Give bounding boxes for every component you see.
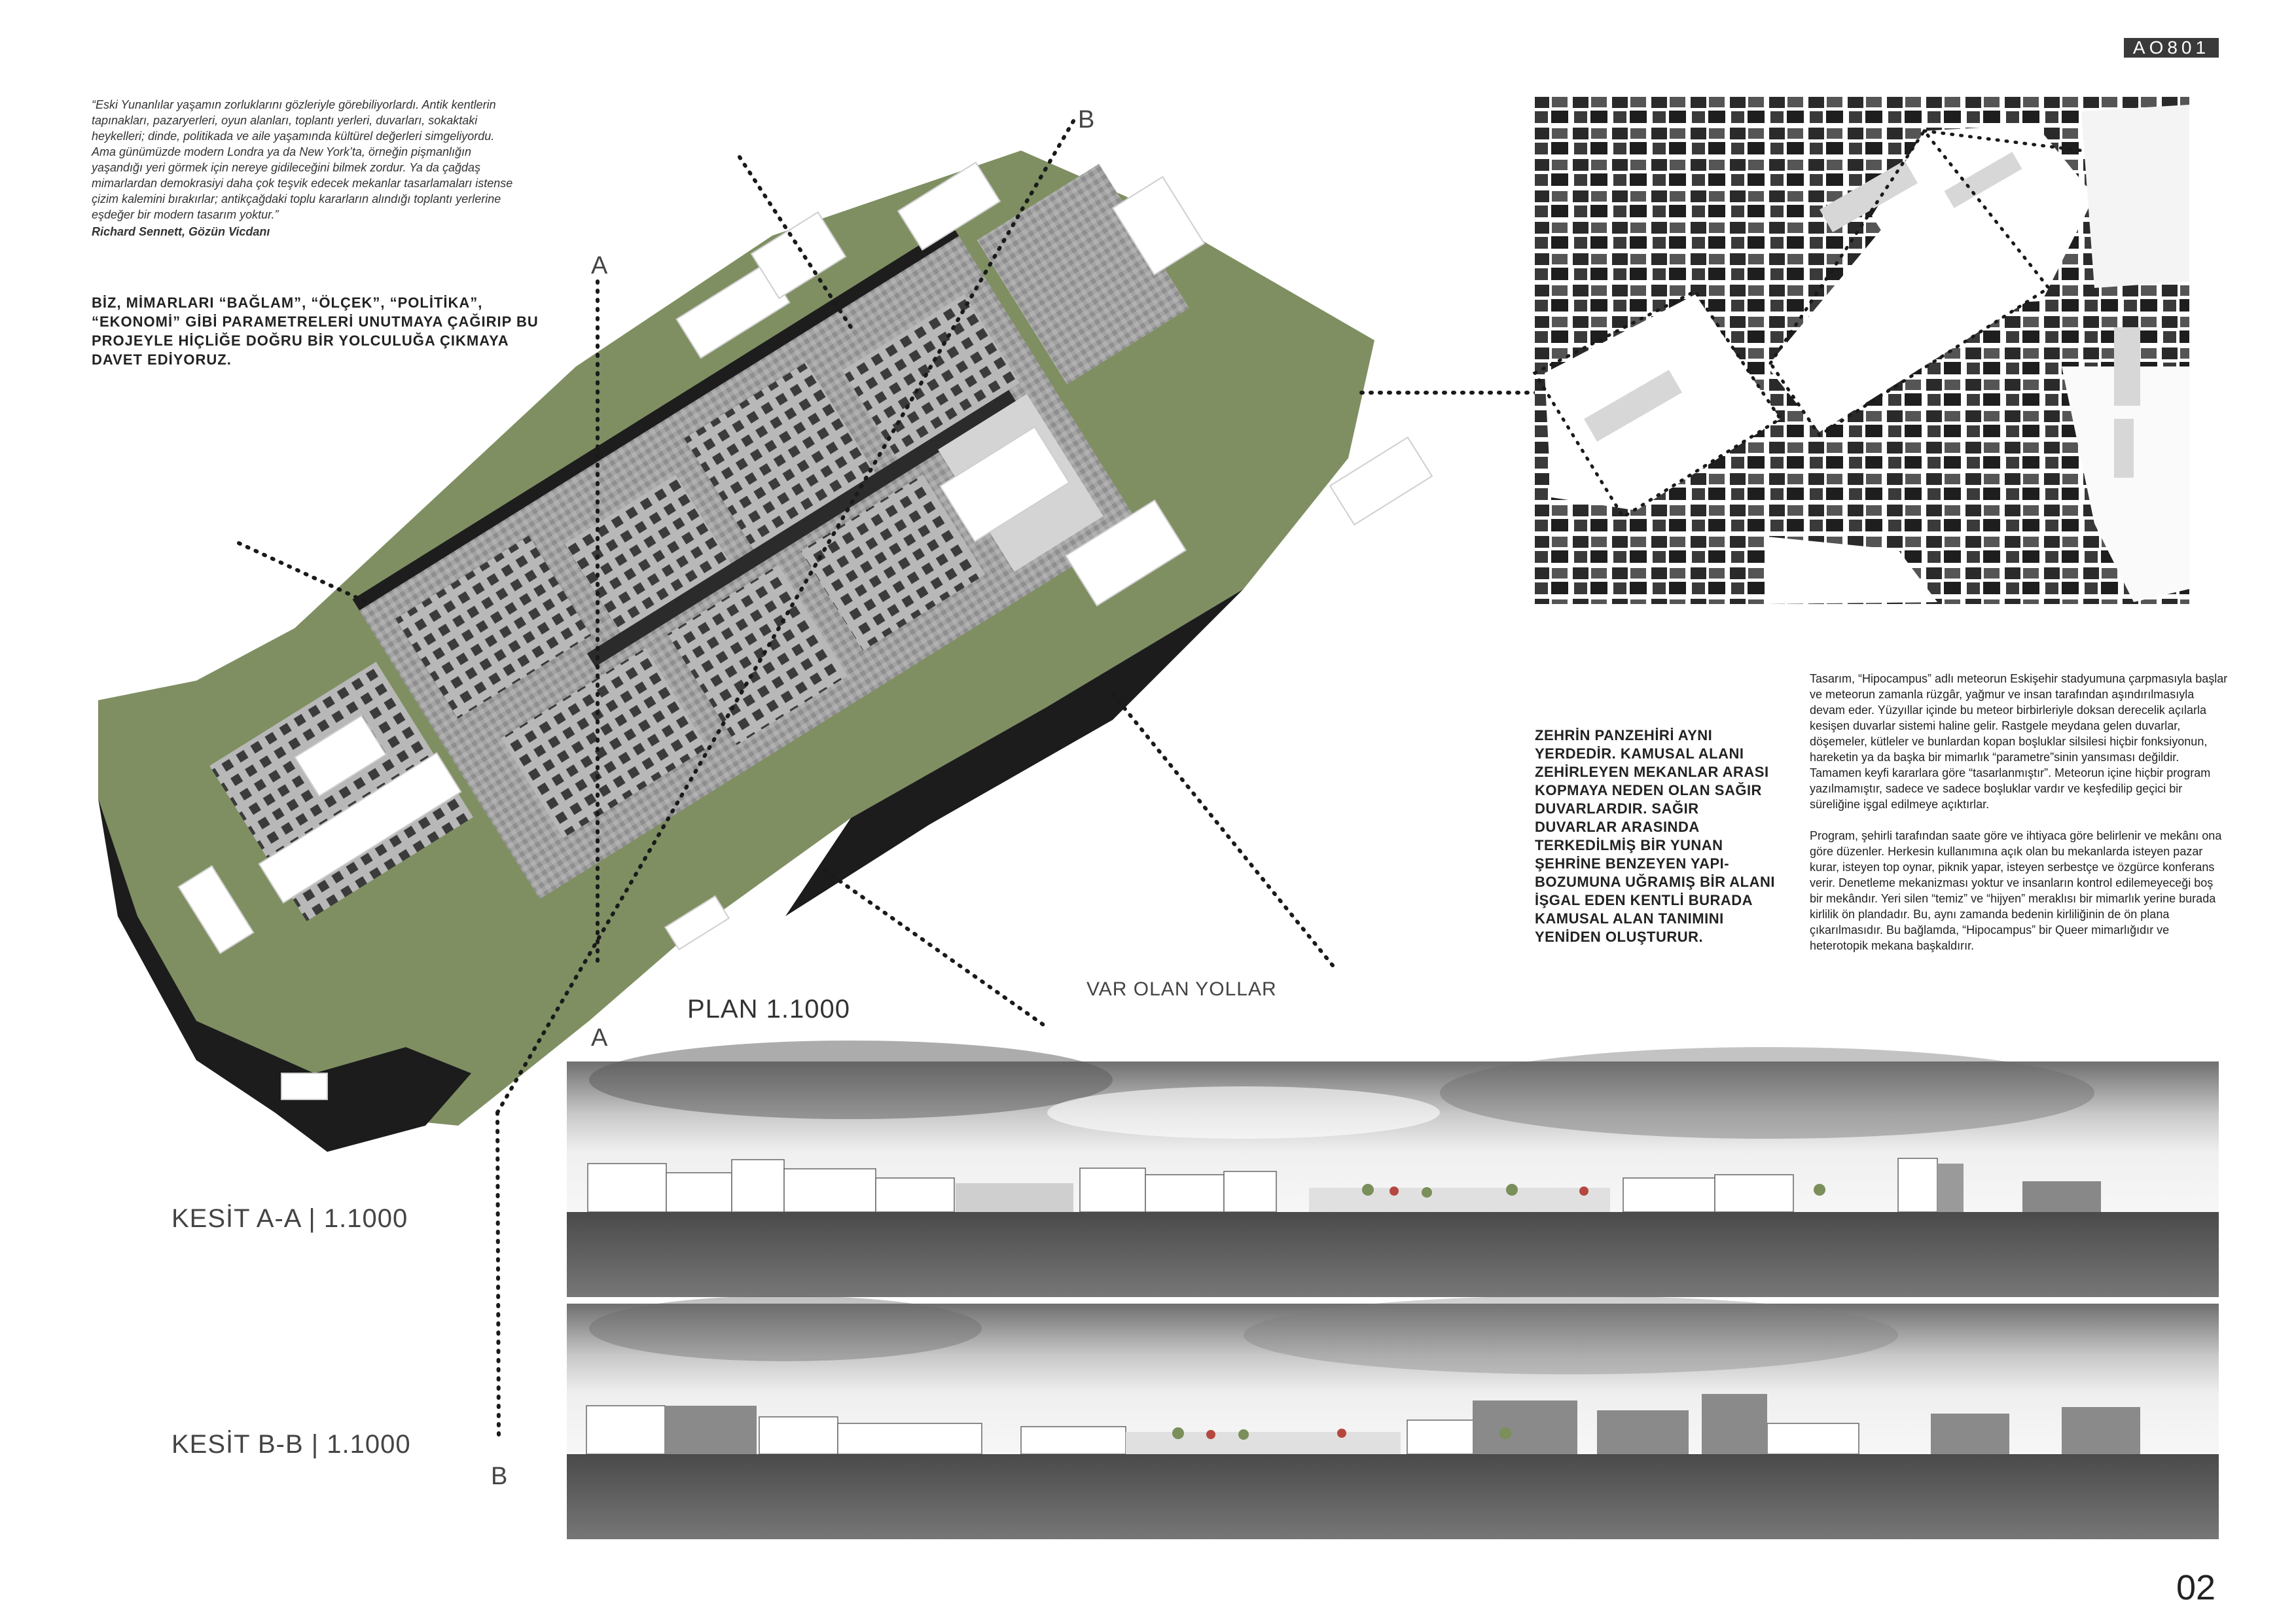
section-mark-a-bottom: A	[591, 1024, 608, 1052]
section-mark-a-top: A	[591, 252, 608, 279]
quote-text: “Eski Yunanlılar yaşamın zorluklarını gö…	[92, 98, 513, 221]
section-lines	[237, 119, 1547, 1438]
quote-author: Richard Sennett, Gözün Vicdanı	[92, 225, 270, 238]
section-bb-label: KESİT B-B | 1.1000	[171, 1430, 411, 1459]
project-description: Tasarım, “Hipocampus” adlı meteorun Eski…	[1810, 671, 2229, 969]
description-paragraph-1: Tasarım, “Hipocampus” adlı meteorun Eski…	[1810, 672, 2228, 811]
manifesto-text: BİZ, MİMARLARI “BAĞLAM”, “ÖLÇEK”, “POLİT…	[92, 294, 539, 368]
figure-ground-map	[1532, 97, 2189, 604]
section-aa	[567, 1041, 2219, 1297]
plan-scale-label: PLAN 1.1000	[687, 995, 850, 1024]
site-plan	[98, 151, 1433, 1152]
section-aa-label: KESİT A-A | 1.1000	[171, 1204, 408, 1233]
sheet-code: AO801	[2124, 38, 2219, 58]
section-mark-b-bottom: B	[491, 1463, 508, 1490]
section-bb	[567, 1296, 2219, 1539]
page-number: 02	[2176, 1568, 2216, 1607]
section-mark-b-top: B	[1078, 106, 1095, 134]
plan-shadow	[98, 798, 471, 1152]
quote-block: “Eski Yunanlılar yaşamın zorluklarını gö…	[92, 97, 517, 240]
existing-roads-label: VAR OLAN YOLLAR	[1086, 978, 1277, 1000]
antidote-statement: ZEHRİN PANZEHİRİ AYNI YERDEDİR. KAMUSAL …	[1535, 727, 1776, 945]
description-paragraph-2: Program, şehirli tarafından saate göre v…	[1810, 829, 2222, 952]
